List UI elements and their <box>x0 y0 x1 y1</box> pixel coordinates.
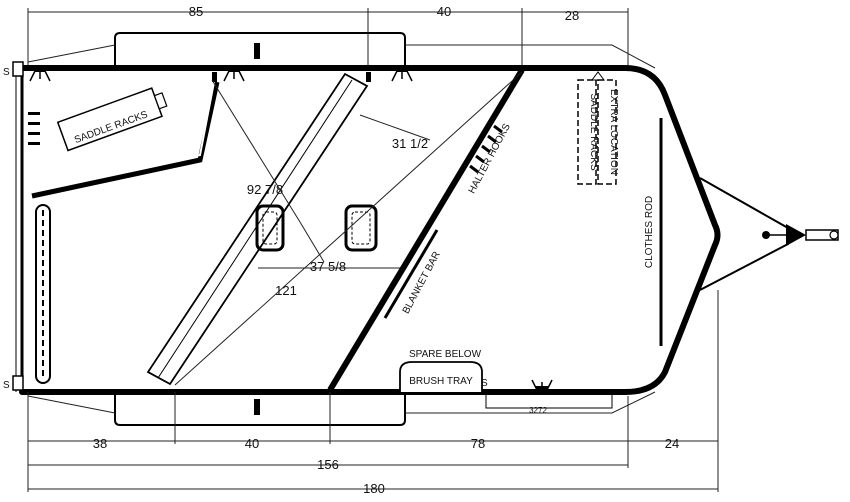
dim-bottom-24: 24 <box>665 436 679 451</box>
dim-overall-180: 180 <box>363 481 385 496</box>
dim-37-5-8: 37 5/8 <box>310 259 346 274</box>
dim-top-28: 28 <box>565 8 579 23</box>
bottom-dimension-lines <box>27 290 719 492</box>
extra-location-box <box>597 79 617 185</box>
fender-bottom <box>114 392 406 426</box>
dim-bottom-38: 38 <box>93 436 107 451</box>
dim-bottom-78: 78 <box>471 436 485 451</box>
small-3272-label: 3272 <box>529 406 547 415</box>
trailer-shell <box>19 65 721 395</box>
dim-121: 121 <box>275 283 297 298</box>
dome-light-icons <box>29 66 605 393</box>
brush-tray-label: BRUSH TRAY <box>409 376 473 387</box>
corner-s-top: S <box>3 67 10 78</box>
dim-31-half: 31 1/2 <box>392 136 428 151</box>
wheel-top <box>254 43 260 59</box>
dim-overall-156: 156 <box>317 457 339 472</box>
fender-top <box>114 32 406 66</box>
hitch-jack <box>762 231 770 239</box>
dim-92-7-8: 92 7/8 <box>247 182 283 197</box>
dim-line-31 <box>359 114 431 141</box>
spare-below-label: SPARE BELOW <box>409 349 482 360</box>
saddle-racks-extra-box <box>577 79 597 185</box>
hitch-tongue <box>699 177 789 291</box>
dim-bottom-40: 40 <box>245 436 259 451</box>
dim-line-92 <box>211 79 301 223</box>
clothes-rod-label: CLOTHES ROD <box>644 196 655 268</box>
brush-tray <box>399 361 483 392</box>
corner-s-bottom: S <box>3 380 10 391</box>
dim-top-85: 85 <box>189 4 203 19</box>
halter-hooks-label: HALTER HOOKS <box>467 122 513 196</box>
blanket-bar <box>383 229 439 319</box>
extra-location-label: EXTRA LOCATION <box>608 89 619 175</box>
dim-top-40: 40 <box>437 4 451 19</box>
saddle-racks-vertical-label: SADDLE RACKS <box>588 93 599 171</box>
hitch-coupler <box>786 224 806 246</box>
tie-rings-rear <box>28 112 40 145</box>
window-left <box>255 204 285 252</box>
halter-hook-icons <box>469 124 503 174</box>
brush-tray-s: S <box>481 378 488 389</box>
head-wall <box>327 68 525 392</box>
dim-line-121 <box>174 71 523 386</box>
tack-wall <box>31 81 220 199</box>
wheel-bottom <box>254 399 260 415</box>
top-dimension-lines <box>27 8 629 70</box>
saddle-racks-box <box>56 87 168 152</box>
window-right <box>344 204 378 252</box>
rear-hinge-top <box>12 61 24 77</box>
rear-hinge-bottom <box>12 375 24 391</box>
body-outline <box>27 44 656 414</box>
